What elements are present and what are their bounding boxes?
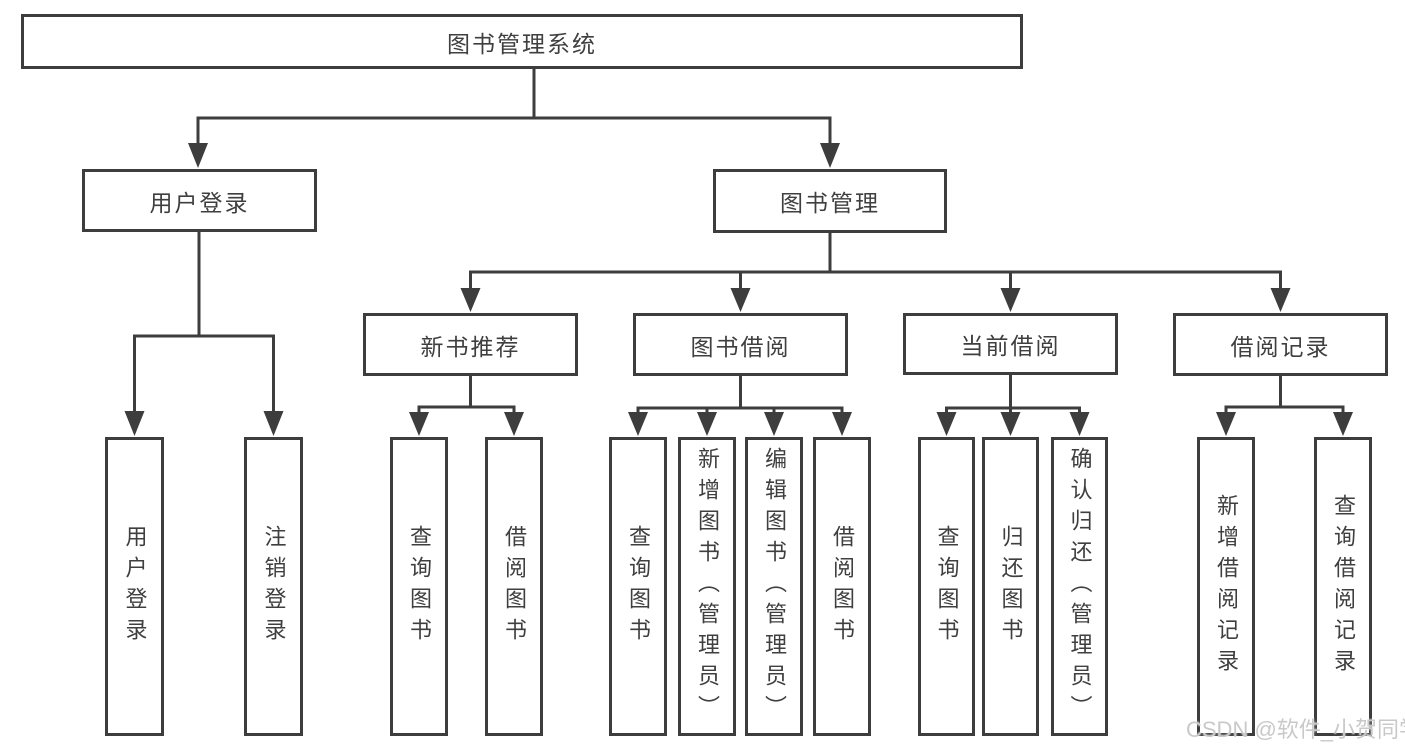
- arrowhead-cb-confirm: [1069, 412, 1090, 436]
- arrowhead-bb-borrow: [832, 412, 852, 436]
- arrowhead-br-add: [1216, 412, 1236, 436]
- node-book-borrow-label: 图书借阅: [690, 333, 791, 360]
- leaf-newbook-borrow: 借阅图书: [485, 437, 543, 736]
- leaf-borrow-add-book-label: 新增图书（管理员）: [695, 447, 720, 726]
- node-root-label: 图书管理系统: [447, 30, 597, 57]
- arrowhead-cb-return: [1000, 412, 1021, 436]
- leaf-newbook-query: 查询图书: [390, 437, 448, 736]
- leaf-current-query-label: 查询图书: [934, 524, 960, 649]
- node-current-borrow: 当前借阅: [903, 313, 1118, 375]
- leaf-borrow-query-label: 查询图书: [626, 524, 651, 649]
- arrowhead-current-borrow: [1000, 288, 1021, 312]
- leaf-current-confirm-return-label: 确认归还（管理员）: [1067, 447, 1093, 726]
- leaf-current-query: 查询图书: [918, 437, 975, 736]
- arrowhead-bb-query: [628, 412, 648, 436]
- leaf-borrow-add-book: 新增图书（管理员）: [678, 437, 736, 736]
- leaf-borrow-book: 借阅图书: [813, 437, 871, 736]
- arrowhead-leaf-logout: [263, 411, 284, 436]
- arrowhead-bb-edit: [764, 412, 784, 436]
- arrowhead-br-query: [1333, 412, 1353, 436]
- leaf-borrow-book-label: 借阅图书: [830, 524, 855, 649]
- leaf-newbook-borrow-label: 借阅图书: [502, 524, 527, 649]
- arrowhead-nb-borrow: [504, 412, 524, 436]
- node-new-book-rec: 新书推荐: [363, 313, 578, 376]
- leaf-borrow-query: 查询图书: [609, 437, 667, 736]
- node-user-login-label: 用户登录: [149, 189, 250, 216]
- leaf-record-query: 查询借阅记录: [1314, 437, 1372, 736]
- leaf-record-query-label: 查询借阅记录: [1331, 493, 1356, 680]
- node-current-borrow-label: 当前借阅: [960, 333, 1061, 359]
- arrowhead-borrow-records: [1270, 288, 1291, 312]
- arrowhead-nb-query: [409, 412, 429, 436]
- leaf-record-add: 新增借阅记录: [1197, 437, 1255, 736]
- leaf-user-login-label: 用户登录: [122, 524, 148, 649]
- arrowhead-bb-add: [697, 412, 717, 436]
- leaf-logout-label: 注销登录: [261, 524, 287, 649]
- arrowhead-new-book-rec: [460, 288, 481, 312]
- arrowhead-cb-query: [936, 412, 957, 436]
- leaf-current-confirm-return: 确认归还（管理员）: [1051, 437, 1108, 736]
- node-borrow-records-label: 借阅记录: [1230, 333, 1331, 360]
- node-book-mgmt-label: 图书管理: [780, 190, 880, 216]
- arrowhead-leaf-login: [124, 411, 145, 436]
- arrowhead-book-mgmt: [820, 143, 840, 168]
- leaf-borrow-edit-book: 编辑图书（管理员）: [745, 437, 803, 736]
- leaf-record-add-label: 新增借阅记录: [1214, 493, 1239, 680]
- leaf-current-return: 归还图书: [982, 437, 1039, 736]
- leaf-borrow-edit-book-label: 编辑图书（管理员）: [762, 447, 787, 726]
- node-book-borrow: 图书借阅: [633, 313, 848, 376]
- node-book-mgmt: 图书管理: [713, 169, 947, 233]
- arrowhead-user-login: [188, 143, 208, 168]
- leaf-newbook-query-label: 查询图书: [407, 524, 432, 649]
- leaf-user-login: 用户登录: [105, 437, 164, 736]
- csdn-watermark: CSDN @软件_小贺同学: [1186, 717, 1405, 742]
- node-new-book-rec-label: 新书推荐: [420, 333, 521, 360]
- arrowhead-book-borrow: [730, 288, 751, 312]
- leaf-current-return-label: 归还图书: [998, 524, 1024, 649]
- leaf-logout: 注销登录: [244, 437, 303, 736]
- node-user-login: 用户登录: [82, 169, 317, 232]
- node-root: 图书管理系统: [21, 14, 1023, 69]
- node-borrow-records: 借阅记录: [1173, 313, 1388, 376]
